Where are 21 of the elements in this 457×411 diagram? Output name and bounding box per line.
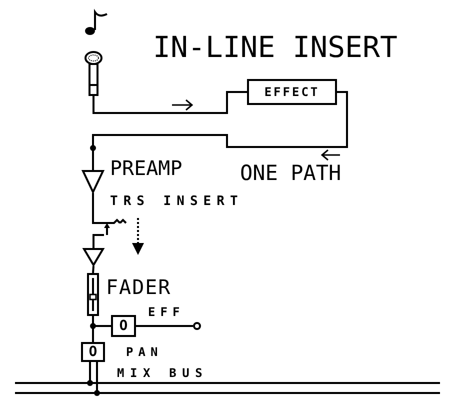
signal-wire bbox=[92, 91, 348, 170]
signal-wire bbox=[92, 266, 94, 274]
signal-wire bbox=[87, 362, 93, 386]
component-label: MIX BUS bbox=[117, 367, 208, 379]
title: IN-LINE INSERT bbox=[153, 33, 398, 62]
signal-wire bbox=[94, 362, 100, 396]
knob-box bbox=[81, 342, 105, 362]
box-label: EFFECT bbox=[264, 86, 320, 98]
component-label: PAN bbox=[126, 346, 163, 358]
component-label: PREAMP bbox=[110, 158, 182, 178]
knob-symbol: O bbox=[88, 345, 98, 359]
signal-wire bbox=[92, 91, 247, 114]
signal-wire bbox=[92, 193, 104, 224]
component-label: TRS INSERT bbox=[110, 195, 244, 208]
component-label: FADER bbox=[106, 277, 172, 297]
effect-box bbox=[247, 79, 337, 105]
knob-box bbox=[111, 315, 136, 337]
signal-wire bbox=[136, 325, 193, 327]
annotation: ONE PATH bbox=[240, 163, 342, 184]
knob-symbol: O bbox=[119, 319, 128, 333]
signal-wire bbox=[92, 234, 104, 248]
